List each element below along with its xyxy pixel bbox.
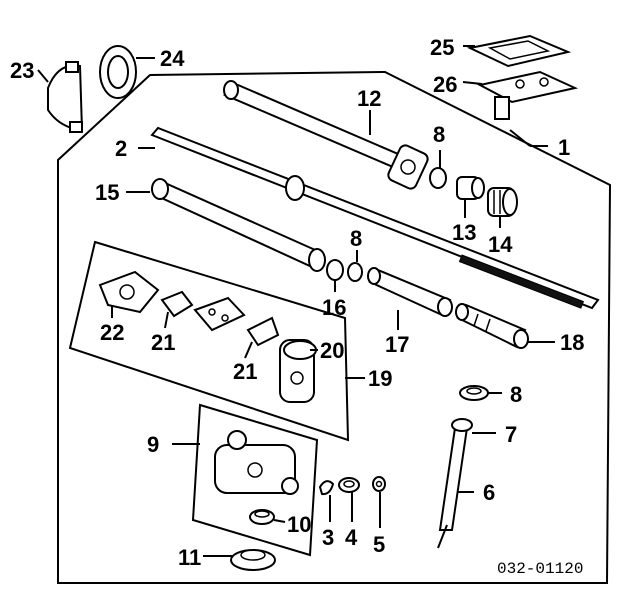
callout-18: 18 [560,330,584,355]
nut-part [372,476,386,492]
rack-end-part [455,303,529,349]
callout-21a: 21 [151,330,175,355]
callout-2: 2 [115,136,127,161]
pinion-housing-part [214,430,299,495]
seal-part-8c [459,385,489,401]
mount-bushing-part [99,45,137,99]
callout-5: 5 [373,532,385,557]
boot-part [487,187,518,217]
seal-part-10 [249,509,275,525]
callout-19: 19 [368,366,392,391]
callout-8c: 8 [510,382,522,407]
callout-3: 3 [322,525,334,550]
seal-ring-part [326,259,344,281]
mount-bracket-part [477,70,579,120]
leader-line-23 [37,69,49,83]
snap-ring-part [318,480,335,496]
valve-housing-part-20 [279,339,317,403]
callout-21b: 21 [233,359,257,384]
gasket-part-21a [160,290,194,318]
leader-line-10 [273,519,286,523]
callout-11: 11 [178,545,201,570]
cover-part-11 [230,549,276,571]
callout-24: 24 [160,46,185,71]
callout-15: 15 [95,180,119,205]
callout-23: 23 [10,58,34,83]
callout-12: 12 [357,86,381,111]
callout-16: 16 [322,295,346,320]
callout-13: 13 [452,220,476,245]
callout-17: 17 [385,332,409,357]
callout-1: 1 [558,135,570,160]
mount-clamp-part [47,61,84,133]
leader-line-21b [244,341,253,359]
cover-plate-part [193,296,246,332]
cylinder-end-part [367,267,453,317]
callout-14: 14 [488,232,513,257]
bearing-part [451,418,473,432]
gasket-part-21b [246,316,280,347]
valve-body-part-22 [98,270,160,314]
leader-line-26 [462,81,483,85]
callout-8b: 8 [350,226,362,251]
locknut-part [338,477,360,493]
valve-subassembly-frame [68,240,350,442]
oil-seal-part [429,167,447,189]
cylinder-tube-part [223,80,429,190]
callout-7: 7 [505,422,517,447]
callout-9: 9 [147,432,159,457]
rack-shaft-part [150,126,600,310]
housing-tube-part [151,178,326,272]
callout-10: 10 [287,512,311,537]
callout-22: 22 [100,320,124,345]
assembly-boundary [57,70,612,584]
grommet-plate-part [466,34,572,68]
callout-6: 6 [483,480,495,505]
callout-25: 25 [430,35,454,60]
drawing-code: 032-01120 [497,560,583,578]
callout-8a: 8 [433,122,445,147]
pinion-shaft-part [437,427,469,549]
callout-4: 4 [345,525,358,550]
pinion-subassembly-frame [191,403,319,557]
callout-26: 26 [433,72,457,97]
leader-line-21a [164,311,169,329]
leader-line-1b [509,129,531,147]
bushing-part [456,176,485,200]
oil-seal-part [347,262,363,282]
callout-20: 20 [320,338,344,363]
